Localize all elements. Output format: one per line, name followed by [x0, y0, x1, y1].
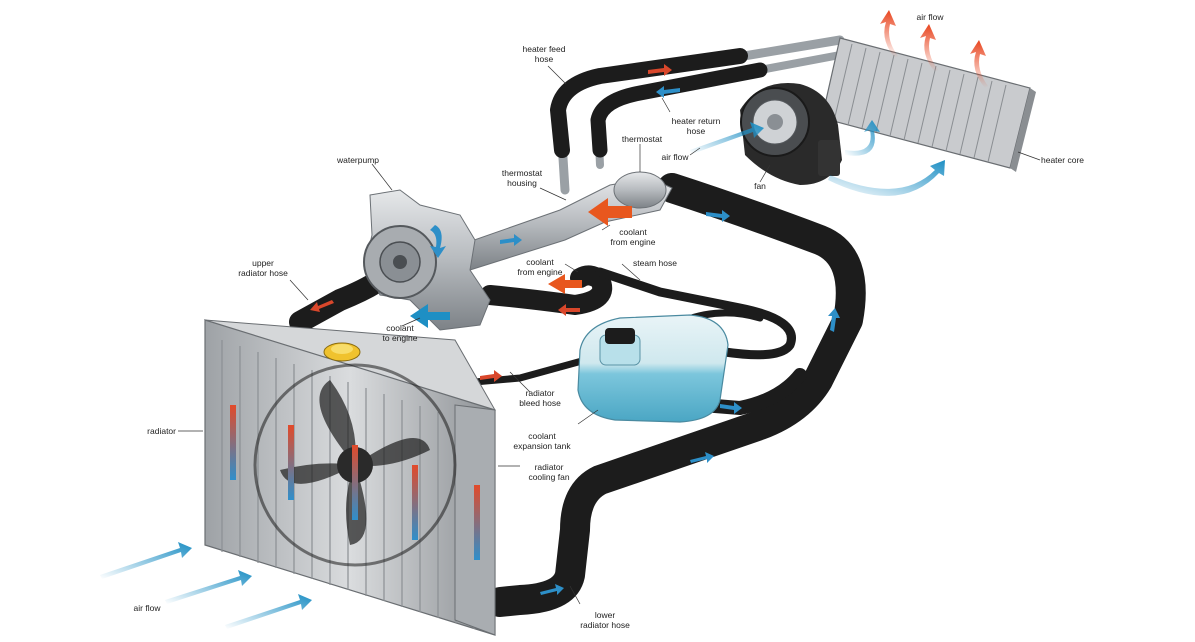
- lower-radiator-hose: [485, 173, 866, 617]
- label-air-flow-bottom: air flow: [133, 603, 161, 613]
- label-heater-return-hose: heater return hose: [671, 116, 721, 136]
- thermostat-body: [613, 171, 667, 209]
- label-coolant-to-engine: coolant to engine: [382, 323, 418, 343]
- label-coolant-from-engine-1: coolant from engine: [610, 227, 656, 247]
- radiator-cap-top: [331, 344, 353, 354]
- bypass-hose: [480, 265, 613, 315]
- blue-arrow-icon: [656, 86, 680, 98]
- blue-arrow-icon: [500, 234, 522, 246]
- label-radiator-cooling-fan: radiator cooling fan: [528, 462, 570, 482]
- waterpump-center: [393, 255, 407, 269]
- radiator: [204, 319, 496, 636]
- steam-hose: [595, 267, 796, 360]
- label-coolant-expansion-tank: coolant expansion tank: [513, 431, 571, 451]
- airflow-arrow-icon: [970, 40, 988, 88]
- heater-core: [821, 37, 1036, 172]
- label-lower-radiator-hose: lower radiator hose: [580, 610, 630, 630]
- blue-arrow-icon: [828, 308, 840, 332]
- radiator-fan: [253, 363, 457, 567]
- blue-arrow-icon: [690, 452, 714, 463]
- label-air-flow-top: air flow: [916, 12, 944, 22]
- label-radiator: radiator: [147, 426, 176, 436]
- label-thermostat: thermostat: [621, 134, 663, 144]
- coolant-flow-arrows: [310, 64, 840, 595]
- red-arrow-icon: [310, 300, 334, 312]
- label-thermostat-housing: thermostat housing: [501, 168, 543, 188]
- leader-lines: [178, 65, 1041, 605]
- upper-radiator-hose: [289, 269, 391, 333]
- red-arrow-icon: [648, 64, 672, 76]
- heater-feed-hose: [550, 48, 748, 158]
- label-coolant-from-engine-2: coolant from engine: [517, 257, 563, 277]
- label-heater-feed-hose: heater feed hose: [522, 44, 566, 64]
- label-fan: fan: [754, 181, 766, 191]
- airflow-arrow-icon: [828, 160, 945, 196]
- airflow-arrow-icon: [845, 120, 880, 156]
- air-flow-arrows: [100, 10, 988, 629]
- heater-return-hose: [590, 62, 768, 158]
- blue-arrow-icon: [706, 210, 730, 222]
- red-arrow-icon: [588, 198, 632, 226]
- red-arrow-icon: [548, 274, 582, 294]
- blue-arrow-icon: [540, 584, 564, 595]
- label-steam-hose: steam hose: [633, 258, 677, 268]
- airflow-arrow-icon: [880, 10, 898, 58]
- airflow-arrow-icon: [225, 594, 312, 629]
- airflow-arrow-icon: [165, 570, 252, 604]
- coolant-expansion-tank: [577, 314, 729, 423]
- label-heater-core: heater core: [1041, 155, 1084, 165]
- blue-arrow-icon: [720, 402, 742, 414]
- blue-arrow-icon: [410, 304, 450, 328]
- blue-arrow-icon: [430, 225, 446, 258]
- engine-metalwork: [363, 171, 673, 331]
- red-arrow-icon: [558, 304, 580, 316]
- label-upper-radiator-hose: upper radiator hose: [238, 258, 288, 278]
- airflow-arrow-icon: [100, 542, 192, 579]
- red-arrow-icon: [480, 370, 502, 382]
- airflow-arrow-icon: [920, 24, 938, 72]
- airflow-arrow-icon: [690, 122, 764, 154]
- heater-fan: [740, 83, 842, 185]
- label-radiator-bleed-hose: radiator bleed hose: [519, 388, 561, 408]
- label-air-flow-fan: air flow: [661, 152, 689, 162]
- label-waterpump: waterpump: [336, 155, 380, 165]
